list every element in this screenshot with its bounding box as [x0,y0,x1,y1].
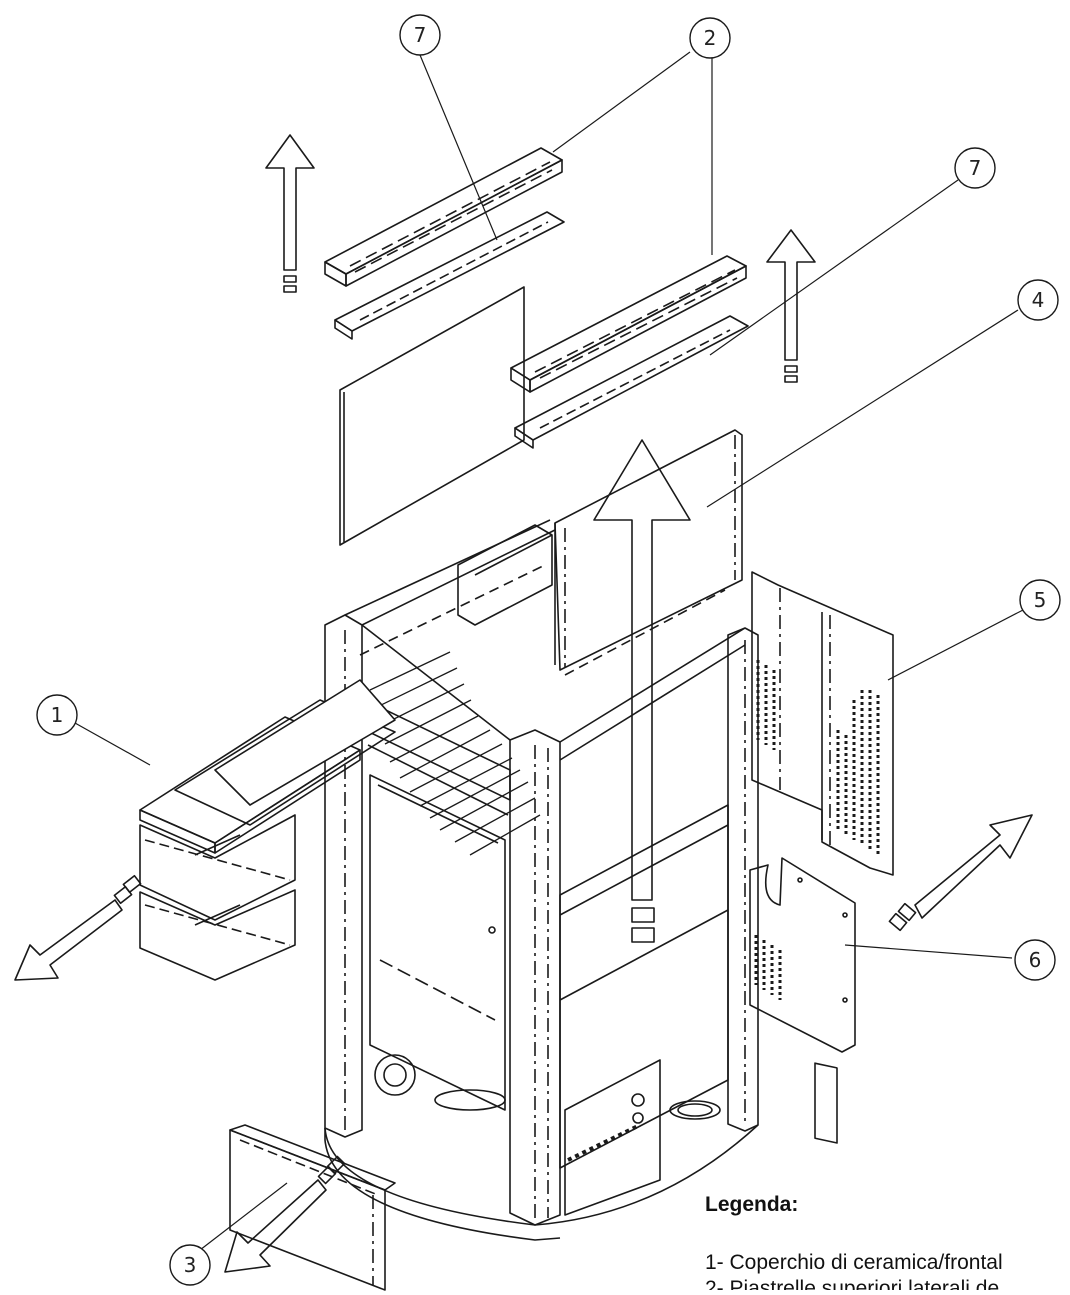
heat-exchanger-fins [369,651,541,856]
arrow-down-left [14,874,142,981]
svg-text:3: 3 [184,1253,197,1277]
legend-item: 1- Coperchio di ceramica/frontal [705,1251,1003,1274]
svg-text:5: 5 [1034,588,1047,612]
top-tile-right [510,255,747,393]
arrow-up-right-diagonal [888,814,1033,932]
svg-text:4: 4 [1032,288,1045,312]
svg-text:7: 7 [969,156,982,180]
callout-7-right: 7 [954,147,996,189]
arrow-up-center [593,439,691,943]
leader-lines [74,51,1024,1251]
callout-3: 3 [169,1244,211,1286]
side-panel-6 [749,857,856,1144]
svg-text:1: 1 [51,703,64,727]
svg-text:6: 6 [1029,948,1042,972]
callout-1: 1 [36,694,78,736]
top-tile-left [324,147,563,287]
arrow-up-left [265,134,315,293]
legend-item: 2- Piastrelle superiori laterali de [705,1277,1000,1290]
arrow-up-right [766,229,816,383]
callout-5: 5 [1019,579,1061,621]
callout-7-left: 7 [399,14,441,56]
callout-4: 4 [1017,279,1059,321]
glass-panel [339,286,525,546]
stove-body [324,519,759,1241]
front-ceramic-covers [139,679,396,981]
side-panel-5 [751,571,894,876]
svg-text:7: 7 [414,23,427,47]
lower-front-tile [229,1124,396,1291]
svg-text:2: 2 [704,26,717,50]
rear-panel [554,429,743,671]
callout-6: 6 [1014,939,1056,981]
callouts: 7 2 7 4 5 1 6 3 [36,14,1061,1286]
callout-2: 2 [689,17,731,59]
strip-right [514,315,749,449]
legend-title: Legenda: [705,1193,799,1216]
arrow-down-left-bottom [224,1155,346,1273]
strip-left [334,211,565,340]
legend-list: 1- Coperchio di ceramica/frontal 2- Pias… [705,1250,1070,1290]
